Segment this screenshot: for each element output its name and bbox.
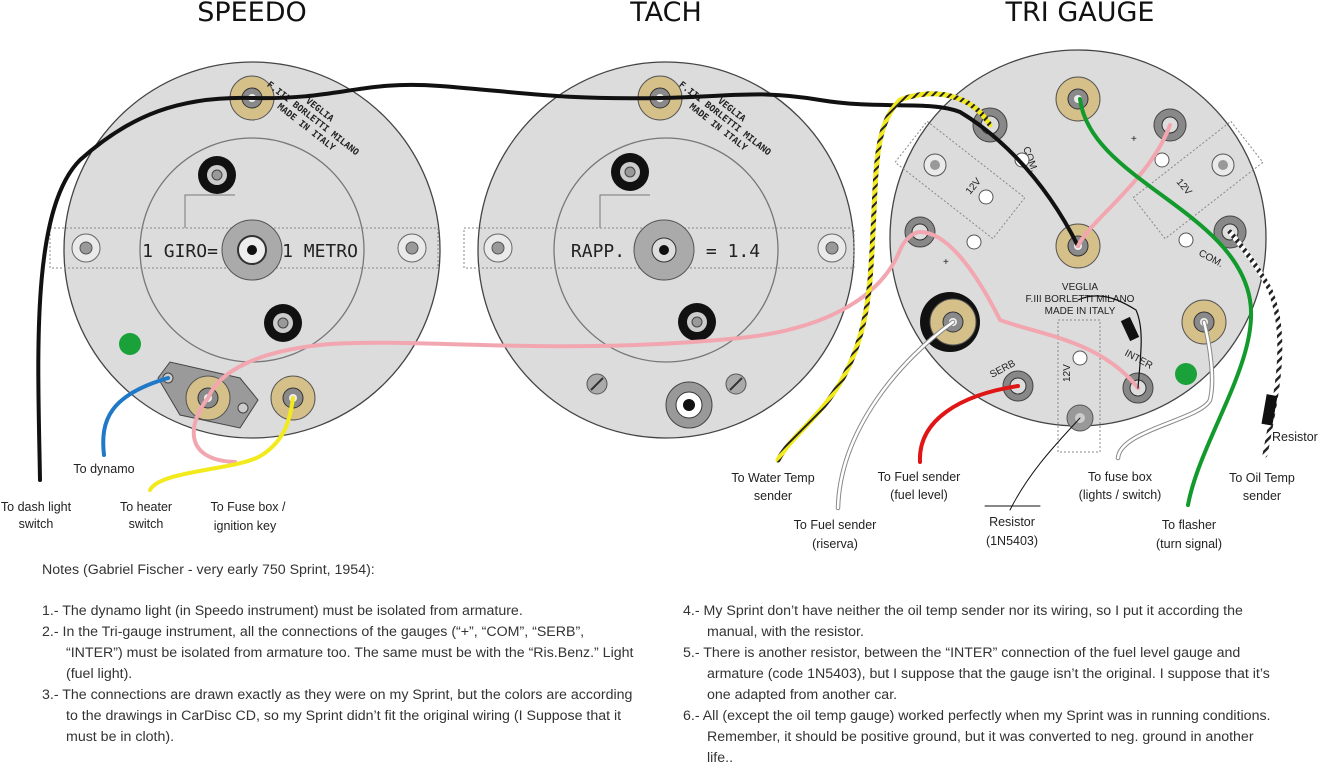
label-water-temp: To Water Temp sender — [731, 471, 814, 503]
svg-text:To Fuse box /: To Fuse box / — [210, 500, 286, 514]
label-to-fuse-ignition: To Fuse box / ignition key — [210, 500, 286, 533]
svg-text:Resistor: Resistor — [989, 515, 1035, 529]
svg-text:To flasher: To flasher — [1162, 518, 1216, 532]
svg-text:sender: sender — [1243, 489, 1281, 503]
tach-title: TACH — [629, 0, 702, 28]
label-to-heater: To heater switch — [120, 500, 172, 531]
svg-text:VEGLIA: VEGLIA — [1062, 282, 1098, 293]
label-to-dynamo: To dynamo — [73, 462, 134, 476]
svg-text:To Water Temp: To Water Temp — [731, 471, 814, 485]
svg-text:(riserva): (riserva) — [812, 537, 858, 551]
svg-text:To heater: To heater — [120, 500, 172, 514]
label-fuel-level: To Fuel sender (fuel level) — [878, 470, 961, 502]
label-resistor: Resistor — [1272, 430, 1318, 444]
label-to-dash: To dash light switch — [1, 500, 72, 531]
label-flasher: To flasher (turn signal) — [1156, 518, 1222, 551]
svg-text:To fuse box: To fuse box — [1088, 470, 1153, 484]
note-4: 4.- My Sprint don’t have neither the oil… — [683, 603, 1243, 640]
label-resistor-1n5403: Resistor (1N5403) — [986, 515, 1038, 548]
label-fuse-lights: To fuse box (lights / switch) — [1079, 470, 1162, 502]
notes-left-column: 1.- The dynamo light (in Speedo instrume… — [42, 601, 642, 748]
tach-label-ratio: = 1.4 — [706, 241, 760, 262]
svg-text:(fuel level): (fuel level) — [890, 488, 948, 502]
speedo-label-metro: 1 METRO — [282, 241, 358, 262]
label-oil-temp: To Oil Temp sender — [1229, 471, 1295, 503]
svg-text:To Fuel sender: To Fuel sender — [794, 518, 877, 532]
tri-plus-right: + — [1131, 134, 1137, 145]
svg-text:(1N5403): (1N5403) — [986, 534, 1038, 548]
resistor-oil-body — [1261, 394, 1278, 426]
tach-label-rapp: RAPP. — [571, 241, 625, 262]
notes-right-column: 4.- My Sprint don’t have neither the oil… — [683, 601, 1283, 769]
speedo-gauge: 1 GIRO= 1 METRO VEGLIA F.III BORLETTI MI… — [49, 61, 441, 439]
svg-text:To Fuel sender: To Fuel sender — [878, 470, 961, 484]
speedo-green-lamp — [119, 333, 141, 355]
svg-text:(turn signal): (turn signal) — [1156, 537, 1222, 551]
svg-text:switch: switch — [19, 517, 54, 531]
tach-gauge: RAPP. = 1.4 VEGLIA F.III BORLETTI MILANO… — [463, 61, 855, 439]
tri-plus-left: + — [943, 257, 949, 268]
svg-text:To dash light: To dash light — [1, 500, 72, 514]
note-6: 6.- All (except the oil temp gauge) work… — [683, 708, 1271, 766]
speedo-title: SPEEDO — [197, 0, 307, 28]
svg-text:(lights / switch): (lights / switch) — [1079, 488, 1162, 502]
svg-text:switch: switch — [129, 517, 164, 531]
tri-gauge-title: TRI GAUGE — [1005, 0, 1155, 28]
notes-title: Notes (Gabriel Fischer - very early 750 … — [42, 562, 375, 578]
tri-green-lamp — [1175, 363, 1197, 385]
resistor-1n5403-body — [1120, 316, 1140, 342]
label-fuel-riserva: To Fuel sender (riserva) — [794, 518, 877, 551]
tri-12v-bottom: 12V — [1062, 364, 1073, 382]
note-2: 2.- In the Tri-gauge instrument, all the… — [42, 624, 634, 682]
speedo-label-giro: 1 GIRO= — [142, 241, 218, 262]
svg-text:Resistor: Resistor — [1272, 430, 1318, 444]
note-3: 3.- The connections are drawn exactly as… — [42, 687, 633, 745]
svg-text:ignition key: ignition key — [214, 519, 277, 533]
svg-text:To Oil Temp: To Oil Temp — [1229, 471, 1295, 485]
wires — [36, 82, 1283, 511]
svg-text:To dynamo: To dynamo — [73, 462, 134, 476]
note-1: 1.- The dynamo light (in Speedo instrume… — [42, 603, 523, 619]
note-5: 5.- There is another resistor, between t… — [683, 645, 1270, 703]
svg-text:MADE IN ITALY: MADE IN ITALY — [1045, 306, 1116, 317]
svg-text:sender: sender — [754, 489, 792, 503]
